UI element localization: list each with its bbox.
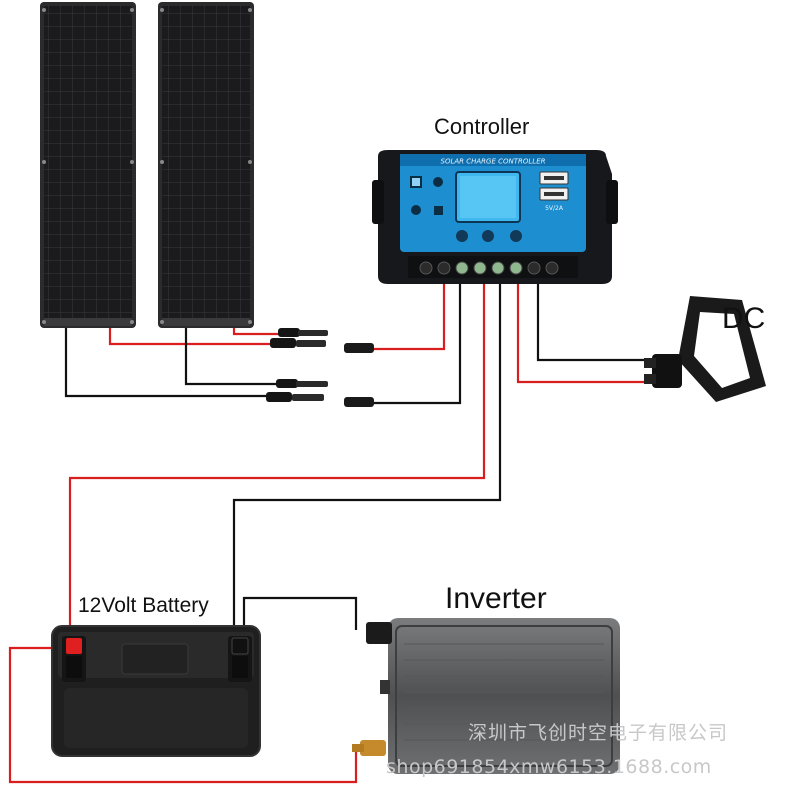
dc-lamp-icon <box>644 296 766 402</box>
dc-load-negative-wire <box>536 280 652 362</box>
usb-rating: 5V/2A <box>545 205 564 212</box>
solar-panel-icon <box>40 2 136 328</box>
dc-load-positive-wire <box>516 280 652 384</box>
mc4-connector-icon <box>266 328 374 407</box>
pv-positive-to-controller <box>372 280 446 351</box>
charge-controller: SOLAR CHARGE CONTROLLER 5V/2A <box>372 150 618 284</box>
panel2-negative-wire <box>184 326 280 386</box>
solar-panel-icon <box>158 2 254 328</box>
panel2-positive-wire <box>232 326 290 336</box>
battery-negative-wire <box>232 280 502 640</box>
battery-icon <box>51 625 261 757</box>
dc-label: DC <box>722 302 766 335</box>
controller-label: Controller <box>434 114 530 139</box>
watermark-company: 深圳市飞创时空电子有限公司 <box>468 722 729 744</box>
watermark-url: shop691854xmw6153.1688.com <box>386 756 712 778</box>
controller-header: SOLAR CHARGE CONTROLLER <box>441 158 546 166</box>
inverter-icon <box>352 618 620 774</box>
inverter-label: Inverter <box>445 582 547 615</box>
inverter-positive-wire <box>8 646 358 784</box>
battery-label: 12Volt Battery <box>78 594 209 617</box>
panel1-negative-wire <box>64 326 268 398</box>
pv-negative-to-controller <box>372 280 462 405</box>
inverter-negative-wire <box>242 596 358 640</box>
battery-positive-wire <box>68 280 486 640</box>
wiring <box>8 280 652 784</box>
panel1-positive-wire <box>108 326 280 346</box>
